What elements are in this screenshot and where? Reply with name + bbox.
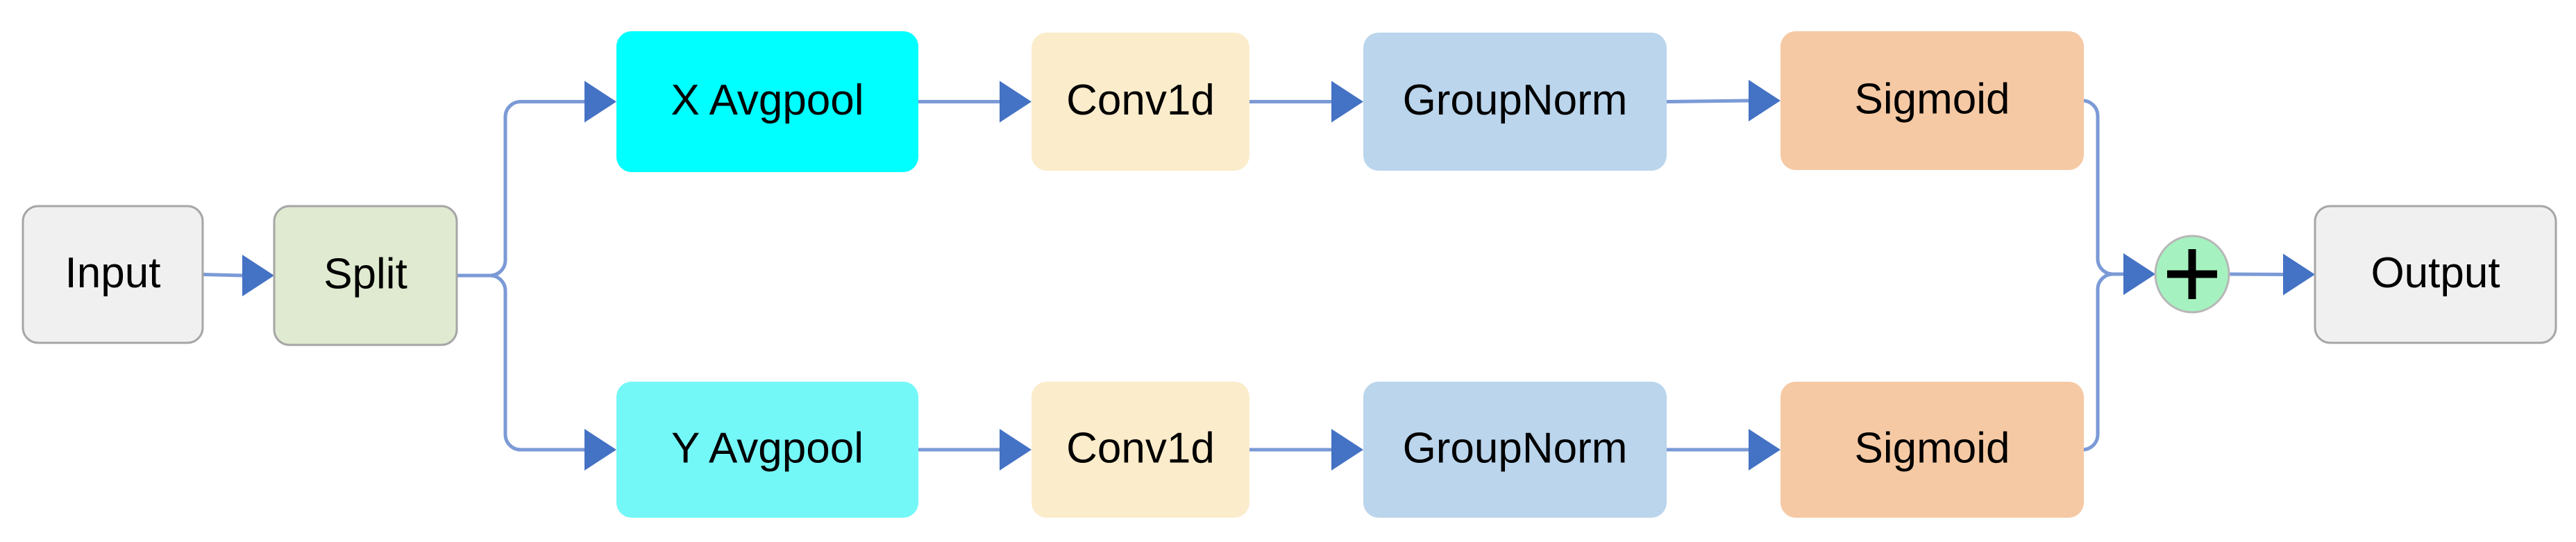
arrow-head-conv1d-bot-to-groupnorm-bot xyxy=(1331,429,1363,471)
conv1d_bot-label: Conv1d xyxy=(1066,424,1215,472)
arrow-head-split-to-y-avgpool xyxy=(584,429,616,471)
connector-add-to-output xyxy=(2228,272,2285,276)
arrow-head-input-to-split xyxy=(242,255,274,296)
groupnorm_top-label: GroupNorm xyxy=(1403,76,1628,124)
node-conv1d_top[interactable]: Conv1d xyxy=(1032,33,1249,171)
connector-split-to-x-avgpool xyxy=(457,100,586,278)
connector-sigmoid-bot-to-add xyxy=(2082,272,2125,452)
edge-sigmoid-top-to-add xyxy=(2082,99,2155,295)
edge-split-to-x-avgpool xyxy=(457,81,616,278)
output-shape xyxy=(2314,205,2557,344)
edge-x-avgpool-to-conv1d-top xyxy=(918,81,1032,123)
node-input[interactable]: Input xyxy=(22,205,204,344)
x_avgpool-shape xyxy=(616,31,918,172)
conv1d_top-shape xyxy=(1032,33,1249,171)
y_avgpool-label: Y Avgpool xyxy=(671,424,864,472)
arrow-head-conv1d-top-to-groupnorm-top xyxy=(1331,81,1363,123)
edge-groupnorm-bot-to-sigmoid-bot xyxy=(1667,429,1781,471)
edge-groupnorm-top-to-sigmoid-top xyxy=(1666,80,1781,121)
conv1d_bot-shape xyxy=(1032,382,1249,518)
node-groupnorm_top[interactable]: GroupNorm xyxy=(1363,33,1667,171)
output-label: Output xyxy=(2371,249,2500,297)
arrow-head-groupnorm-top-to-sigmoid-top xyxy=(1749,80,1781,121)
connector-split-to-y-avgpool xyxy=(457,273,586,452)
sigmoid_bot-label: Sigmoid xyxy=(1855,424,2010,472)
split-shape xyxy=(273,205,458,346)
node-add[interactable] xyxy=(2154,235,2230,314)
node-conv1d_bot[interactable]: Conv1d xyxy=(1032,382,1249,518)
edge-input-to-split xyxy=(202,255,274,296)
connector-input-to-split xyxy=(202,273,244,278)
connector-sigmoid-top-to-add xyxy=(2082,99,2125,276)
arrow-head-groupnorm-bot-to-sigmoid-bot xyxy=(1749,429,1781,471)
connector-groupnorm-top-to-sigmoid-top xyxy=(1666,99,1751,103)
groupnorm_bot-label: GroupNorm xyxy=(1403,424,1628,472)
arrow-head-add-to-output xyxy=(2283,253,2315,296)
node-groupnorm_bot[interactable]: GroupNorm xyxy=(1363,382,1667,518)
groupnorm_bot-shape xyxy=(1363,382,1667,518)
node-sigmoid_bot[interactable]: Sigmoid xyxy=(1781,382,2084,518)
node-sigmoid_top[interactable]: Sigmoid xyxy=(1781,31,2084,170)
edge-add-to-output xyxy=(2228,253,2315,296)
node-x_avgpool[interactable]: X Avgpool xyxy=(616,31,918,172)
split-label: Split xyxy=(323,250,407,298)
arrow-head-x-avgpool-to-conv1d-top xyxy=(1000,81,1032,123)
x_avgpool-label: X Avgpool xyxy=(671,76,864,124)
input-label: Input xyxy=(65,249,161,297)
input-shape xyxy=(22,205,204,344)
sigmoid_bot-shape xyxy=(1781,382,2084,518)
node-split[interactable]: Split xyxy=(273,205,458,346)
sigmoid_top-shape xyxy=(1781,31,2084,170)
arrow-head-split-to-x-avgpool xyxy=(584,81,616,123)
edge-conv1d-top-to-groupnorm-top xyxy=(1249,81,1363,123)
sigmoid_top-label: Sigmoid xyxy=(1855,75,2010,123)
edge-sigmoid-bot-to-add xyxy=(2082,253,2155,452)
arrow-head-sigmoid-bot-to-add xyxy=(2123,253,2155,295)
node-output[interactable]: Output xyxy=(2314,205,2557,344)
edge-split-to-y-avgpool xyxy=(457,273,616,471)
edges-layer xyxy=(202,80,2315,471)
arrow-head-y-avgpool-to-conv1d-bot xyxy=(1000,429,1032,471)
node-y_avgpool[interactable]: Y Avgpool xyxy=(616,382,918,518)
conv1d_top-label: Conv1d xyxy=(1066,76,1215,124)
y_avgpool-shape xyxy=(616,382,918,518)
edge-conv1d-bot-to-groupnorm-bot xyxy=(1249,429,1363,471)
groupnorm_top-shape xyxy=(1363,33,1667,171)
edge-y-avgpool-to-conv1d-bot xyxy=(918,429,1032,471)
